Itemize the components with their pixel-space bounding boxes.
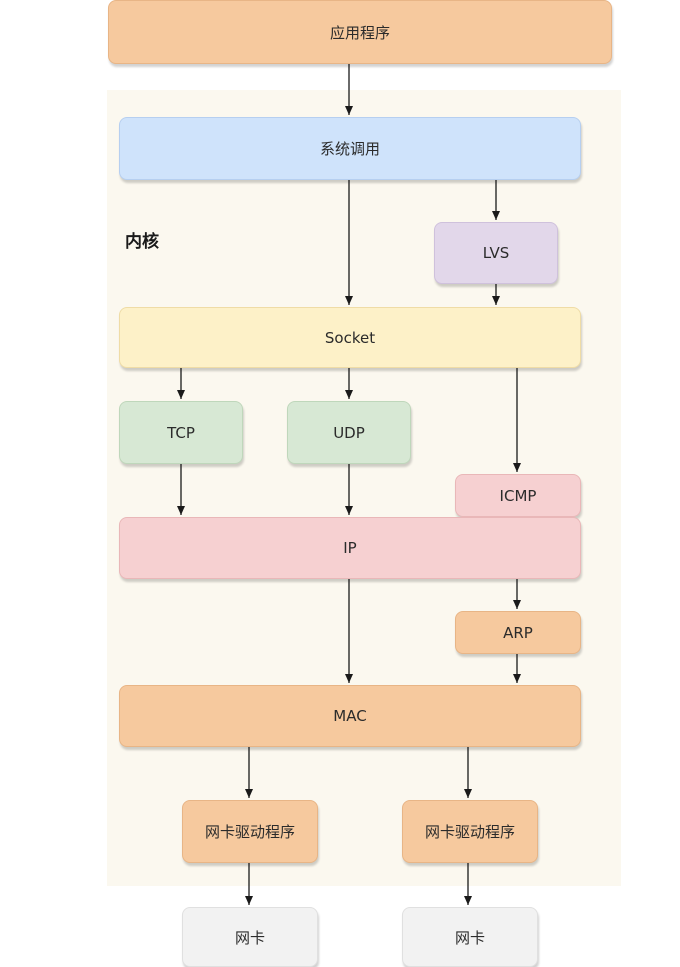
mac-node: MAC bbox=[119, 685, 581, 747]
udp-node: UDP bbox=[287, 401, 411, 464]
ip-node: IP bbox=[119, 517, 581, 579]
nic-driver-left-node: 网卡驱动程序 bbox=[182, 800, 318, 863]
lvs-node: LVS bbox=[434, 222, 558, 284]
kernel-label: 内核 bbox=[125, 232, 159, 252]
syscall-node: 系统调用 bbox=[119, 117, 581, 180]
icmp-node: ICMP bbox=[455, 474, 581, 517]
arp-node: ARP bbox=[455, 611, 581, 654]
nic-driver-right-node: 网卡驱动程序 bbox=[402, 800, 538, 863]
socket-node: Socket bbox=[119, 307, 581, 368]
tcp-node: TCP bbox=[119, 401, 243, 464]
application-node: 应用程序 bbox=[108, 0, 612, 64]
